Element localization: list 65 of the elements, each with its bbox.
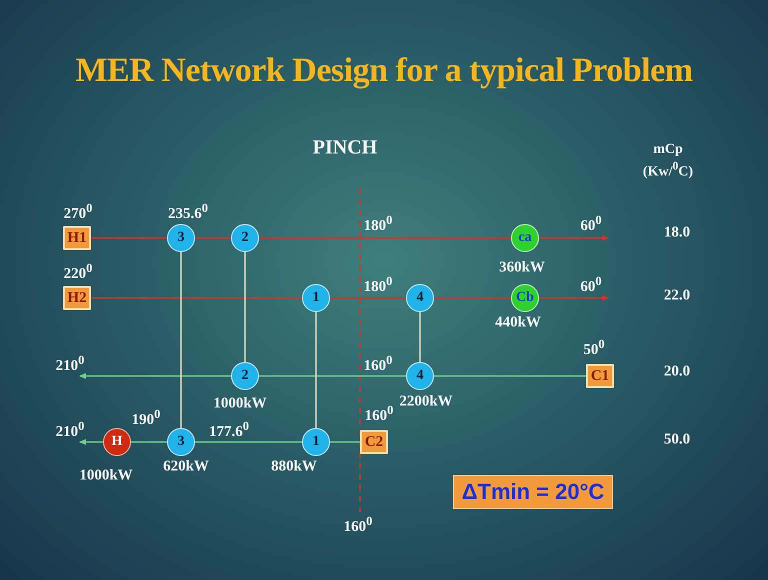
value-label: 18.0: [664, 224, 690, 242]
stream-box: C2: [360, 430, 388, 454]
stream-line: [259, 237, 511, 239]
cooler-circle: Cb: [511, 284, 539, 312]
duty-label: 440kW: [495, 314, 541, 332]
stream-line: [434, 375, 586, 377]
value-label: 20.0: [664, 364, 690, 380]
stream-line: [259, 375, 406, 377]
value-label: mCp: [653, 142, 683, 158]
temperature-label: 270$^{0}$: [64, 201, 92, 223]
duty-label: 2200kW: [399, 394, 453, 410]
exchanger-link: [419, 312, 421, 362]
stream-line: [91, 237, 167, 239]
temperature-label: 60$^{0}$: [580, 274, 602, 296]
note-box: ΔTmin = 20°C: [453, 475, 613, 509]
value-label: 160$^{0}$: [364, 353, 392, 375]
duty-label: 360kW: [499, 260, 545, 276]
stream-line: [195, 237, 231, 239]
value-label: 180$^{0}$: [364, 274, 392, 296]
stream-line: [330, 441, 360, 443]
stream-line: [195, 441, 302, 443]
exchanger-circle: 1: [302, 428, 330, 456]
exchanger-link: [244, 252, 246, 362]
value-label: (Kw/$^{0}$C): [642, 160, 694, 180]
value-label: 180$^{0}$: [364, 213, 392, 235]
stream-line: [539, 295, 609, 301]
exchanger-circle: 4: [406, 362, 434, 390]
stream-line: [79, 439, 103, 445]
stream-box: C1: [586, 364, 614, 388]
exchanger-circle: 4: [406, 284, 434, 312]
pinch-label: PINCH: [312, 136, 378, 160]
slide-title: MER Network Design for a typical Problem: [74, 52, 694, 90]
value-label: 235.6$^{0}$: [168, 201, 208, 223]
value-label: 160$^{0}$: [344, 514, 372, 536]
stream-line: [131, 441, 167, 443]
exchanger-circle: 3: [167, 428, 195, 456]
duty-label: 620kW: [163, 458, 209, 476]
temperature-label: 210$^{0}$: [56, 353, 84, 375]
stream-line: [79, 373, 231, 379]
stream-line: [330, 297, 406, 299]
exchanger-circle: 2: [231, 362, 259, 390]
stream-line: [91, 297, 302, 299]
value-label: 50.0: [664, 432, 690, 448]
value-label: 190$^{0}$: [132, 407, 160, 429]
stream-box: H2: [63, 286, 91, 310]
temperature-label: 220$^{0}$: [64, 261, 92, 283]
exchanger-link: [180, 252, 182, 428]
value-label: 177.6$^{0}$: [209, 419, 249, 441]
temperature-label: 60$^{0}$: [580, 213, 602, 235]
duty-label: 1000kW: [213, 396, 267, 412]
temperature-label: 50$^{0}$: [583, 337, 605, 359]
temperature-label: 210$^{0}$: [56, 419, 84, 441]
stream-line: [434, 297, 511, 299]
stream-line: [539, 235, 609, 241]
exchanger-circle: 2: [231, 224, 259, 252]
duty-label: 880kW: [271, 458, 317, 476]
exchanger-link: [315, 312, 317, 428]
stream-box: H1: [63, 226, 91, 250]
value-label: 22.0: [664, 288, 690, 304]
exchanger-circle: 3: [167, 224, 195, 252]
duty-label: 1000kW: [79, 468, 133, 484]
exchanger-circle: 1: [302, 284, 330, 312]
temperature-label: 160$^{0}$: [364, 403, 394, 425]
heater-circle: H: [103, 428, 131, 456]
cooler-circle: ca: [511, 224, 539, 252]
